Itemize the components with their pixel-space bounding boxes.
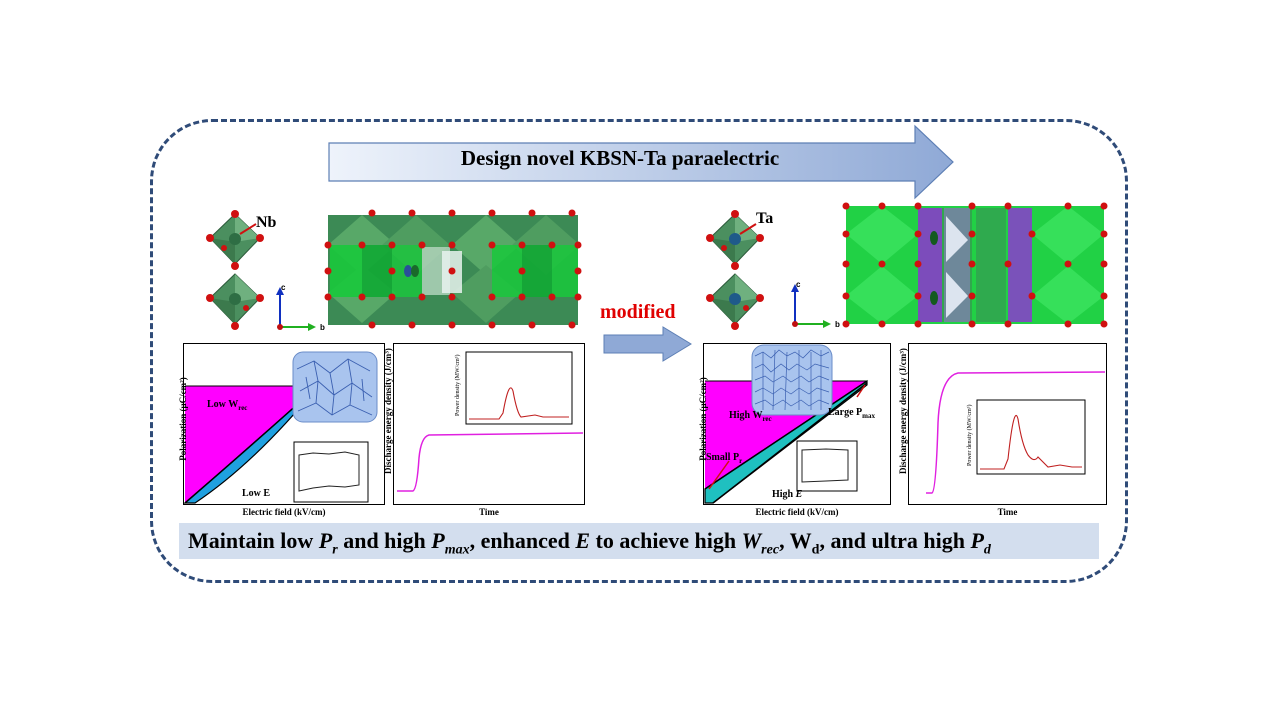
dashed-frame [150,119,1128,583]
right-axis-b-label: b [835,320,840,329]
modified-arrow [603,326,692,362]
right-large-pmax-label: Large Pmax [828,407,875,420]
left-energy-ylabel: Discharge energy density (J/cm³) [383,348,393,474]
left-energy-curve [397,432,584,492]
ta-octahedra-structure [706,210,764,330]
right-pe-xlabel: Electric field (kV/cm) [755,507,839,517]
modified-label: modified [600,301,676,323]
left-loop-inset [293,441,369,503]
banner-arrow [328,124,954,200]
right-domain-inset [751,344,833,416]
left-axis-c-label: c [281,283,286,292]
right-axis-triad [791,284,831,328]
right-axis-c-label: c [796,280,801,289]
right-energy-ylabel: Discharge energy density (J/cm³) [898,348,908,474]
left-power-inset [465,351,573,425]
left-axis-triad [276,287,316,331]
right-high-wrec-label: High Wrec [729,410,772,423]
right-pe-ylabel: Polarization (μC/cm²) [698,377,708,461]
ta-atom-label: Ta [756,210,774,227]
summary-text: Maintain low Pr and high Pmax, enhanced … [188,528,991,558]
right-high-e-label: High E [772,489,803,500]
left-energy-xlabel: Time [479,507,499,517]
kbsn-crystal-structure [324,209,582,329]
left-inset-ylabel: Power density (MW/cm³) [455,354,461,416]
right-loop-inset [796,440,858,492]
nb-octahedra-structure [206,210,264,330]
nb-atom-label: Nb [256,214,277,231]
summary-bar [179,523,1099,559]
right-energy-curve [926,371,1106,494]
right-inset-ylabel: Power density (MW/cm³) [967,404,973,466]
left-axis-b-label: b [320,323,325,332]
right-power-inset [976,399,1086,475]
left-low-e-label: Low E [242,488,271,499]
left-pe-xlabel: Electric field (kV/cm) [242,507,326,517]
left-domain-inset [292,351,378,423]
left-pe-ylabel: Polarization (μC/cm²) [178,377,188,461]
right-energy-xlabel: Time [997,507,1018,517]
right-small-pr-label: Small Pr [706,452,743,465]
kbsn-ta-crystal-structure [842,202,1108,328]
banner-title: Design novel KBSN-Ta paraelectric [460,146,780,170]
left-low-wrec-label: Low Wrec [207,399,248,412]
